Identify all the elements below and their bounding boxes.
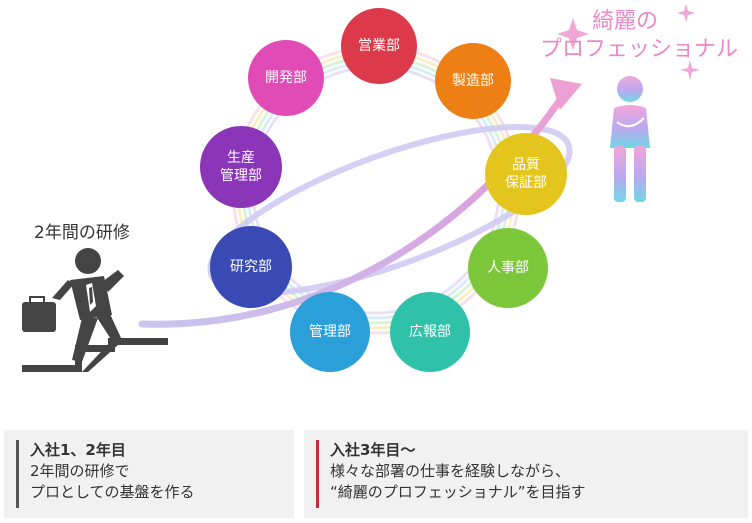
goal-title-line2: プロフェッショナル bbox=[540, 37, 739, 62]
department-node: 開発部 bbox=[248, 40, 324, 116]
stage-box-years-1-2: 入社1、2年目 2年間の研修で プロとしての基盤を作る bbox=[4, 430, 294, 518]
department-node: 品質 保証部 bbox=[485, 133, 567, 215]
department-node: 研究部 bbox=[210, 226, 292, 308]
goal-title: 綺麗の プロフェッショナル bbox=[540, 8, 750, 64]
box-line: プロとしての基盤を作る bbox=[30, 483, 195, 501]
businessman-icon bbox=[22, 248, 124, 362]
box-heading: 入社1、2年目 bbox=[30, 441, 126, 459]
department-node: 人事部 bbox=[468, 228, 548, 308]
department-node: 製造部 bbox=[435, 43, 511, 119]
department-node: 管理部 bbox=[290, 292, 370, 372]
box-line: “綺麗のプロフェッショナル”を目指す bbox=[330, 483, 586, 501]
accent-bar bbox=[16, 440, 19, 508]
department-node: 営業部 bbox=[341, 8, 417, 84]
stage-box-year-3: 入社3年目〜 様々な部署の仕事を経験しながら、 “綺麗のプロフェッショナル”を目… bbox=[304, 430, 748, 518]
box-heading: 入社3年目〜 bbox=[330, 441, 416, 459]
sparkle-icon bbox=[557, 4, 700, 80]
box-line: 2年間の研修で bbox=[30, 462, 130, 480]
training-label: 2年間の研修 bbox=[34, 223, 130, 243]
department-node: 広報部 bbox=[390, 292, 470, 372]
staircase-icon bbox=[22, 338, 168, 372]
department-node: 生産 管理部 bbox=[200, 126, 282, 208]
professional-person-icon bbox=[610, 76, 650, 202]
box-line: 様々な部署の仕事を経験しながら、 bbox=[330, 462, 571, 480]
accent-bar bbox=[316, 440, 319, 508]
goal-title-line1: 綺麗の bbox=[592, 9, 659, 34]
